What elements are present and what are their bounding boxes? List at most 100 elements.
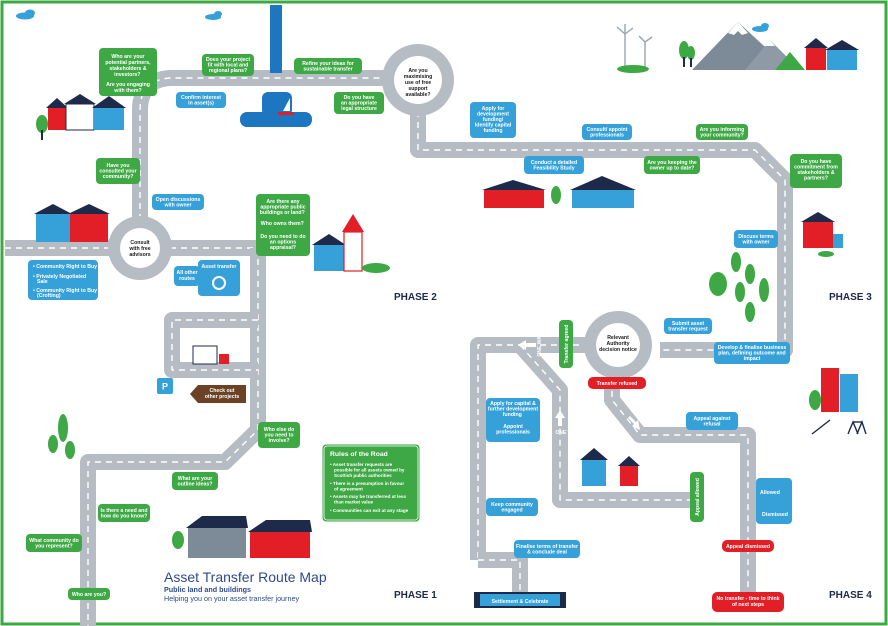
boat-icon xyxy=(240,92,312,127)
arrow-up-icon xyxy=(555,410,565,426)
sign-who-are-you[interactable]: Who are you? xyxy=(68,588,110,600)
road-network xyxy=(5,5,793,626)
trees-icon-left xyxy=(48,414,75,459)
sign-asset-transfer-label: Asset transfer xyxy=(202,264,237,270)
trees-icon-right xyxy=(709,252,769,322)
sign-appeal-dismissed-label: Appeal dismissed xyxy=(726,544,770,550)
parking-sign[interactable]: P xyxy=(157,378,173,394)
rules-box: Rules of the Road • Asset transfer reque… xyxy=(321,443,421,523)
sign-route-options[interactable]: • Community Right to Buy • Privately Neg… xyxy=(28,260,99,300)
sign-transfer-agreed-label: Transfer agreed xyxy=(564,325,570,364)
cloud-icon-3 xyxy=(752,23,769,32)
shops-icon xyxy=(34,204,110,242)
arrow-down-icon xyxy=(628,416,640,430)
sign-appeal-dismissed[interactable]: Appeal dismissed xyxy=(722,540,774,552)
tree-icon xyxy=(679,41,695,67)
houses-icon-phase4 xyxy=(580,448,640,486)
sign-dismissed-label: Dismissed xyxy=(762,512,788,518)
roundabout-icon xyxy=(212,276,226,290)
phase-2-label: PHASE 2 xyxy=(394,292,437,303)
phase-4-label: PHASE 4 xyxy=(829,590,872,601)
phase-3-label: PHASE 3 xyxy=(829,292,872,303)
map-subtitle: Helping you on your asset transfer journ… xyxy=(164,594,299,603)
sign-allowed-dismissed[interactable]: Allowed Dismissed xyxy=(756,478,792,524)
sign-appeal-allowed[interactable]: Appeal allowed xyxy=(690,472,704,522)
playground-icon xyxy=(811,419,867,435)
sign-asset-transfer[interactable]: Asset transfer xyxy=(198,260,240,296)
sign-refused-label: Transfer refused xyxy=(597,381,638,387)
public-building-icon xyxy=(192,345,229,365)
sign-allowed-label: Allowed xyxy=(760,490,780,496)
sign-transfer-agreed[interactable]: Transfer agreed xyxy=(559,320,573,368)
sign-appeal-allowed-label: Appeal allowed xyxy=(695,478,701,516)
finish-label: Settlement & Celebrate xyxy=(492,599,549,605)
phase-1-label: PHASE 1 xyxy=(394,590,437,601)
one-way-mark-2: ONE WAY xyxy=(537,333,543,357)
sign-transfer-refused[interactable]: Transfer refused xyxy=(588,377,646,389)
houses-icon xyxy=(804,38,859,70)
arrow-left-icon xyxy=(518,340,536,350)
houses-icon-phase3 xyxy=(482,176,636,208)
sign-finalise-terms[interactable]: Finalise terms of transfer& conclude dea… xyxy=(514,540,580,558)
wind-turbine-icon xyxy=(616,24,653,68)
rules-heading: Rules of the Road xyxy=(330,451,388,458)
sign-finalise-label: Finalise terms of transfer& conclude dea… xyxy=(516,544,578,556)
houses-icon-left xyxy=(36,94,126,140)
house-icon-right xyxy=(801,212,843,257)
